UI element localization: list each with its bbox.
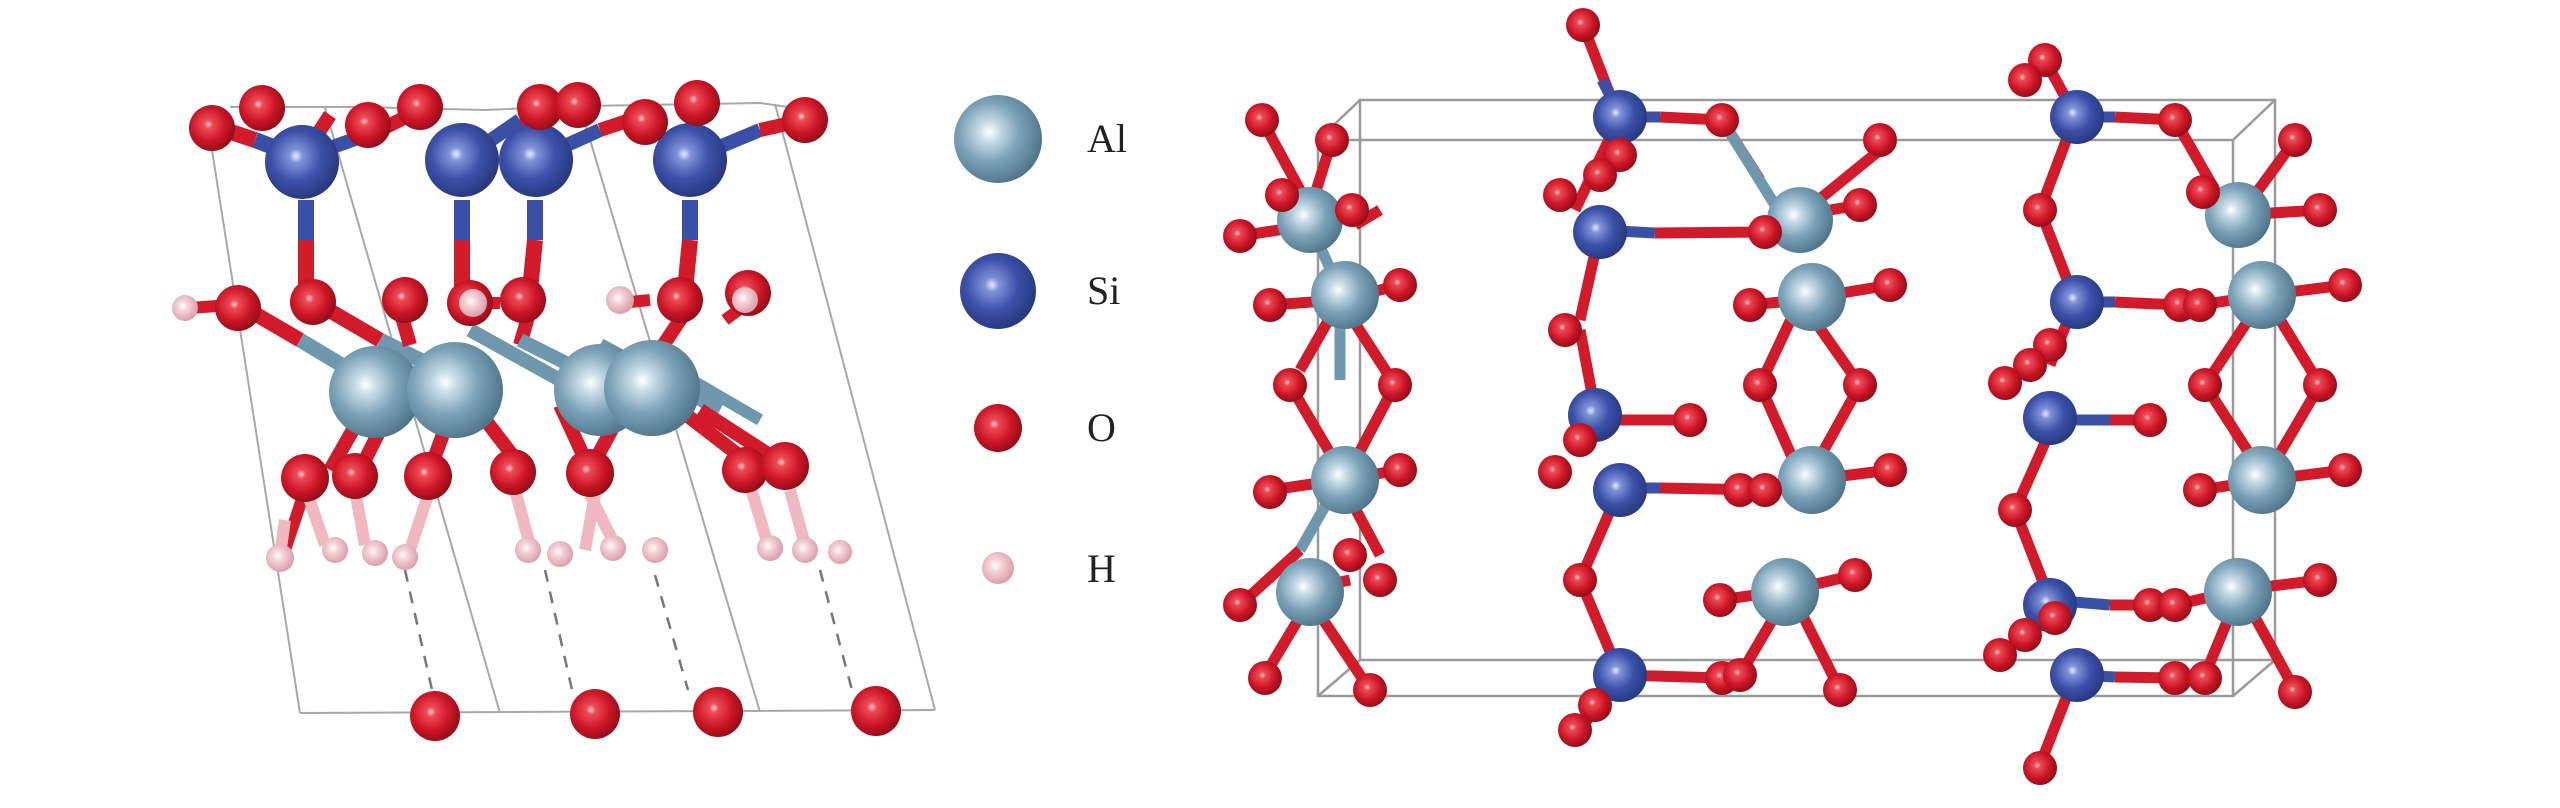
legend: Al Si O H xyxy=(954,95,1127,591)
right-al-atoms xyxy=(1276,182,2296,626)
legend-item-h: H xyxy=(982,546,1116,591)
left-o-atoms xyxy=(189,80,901,741)
left-hydrogen-bonds xyxy=(403,569,854,691)
left-h-atoms xyxy=(172,286,852,572)
legend-item-o: O xyxy=(974,404,1116,452)
legend-label-si: Si xyxy=(1087,268,1120,313)
o-atom-icon xyxy=(974,404,1022,452)
legend-label-al: Al xyxy=(1087,116,1127,161)
right-structure xyxy=(1223,8,2362,785)
legend-item-si: Si xyxy=(960,253,1120,329)
left-si-atoms xyxy=(265,123,727,199)
left-al-atoms xyxy=(329,340,700,438)
si-atom-icon xyxy=(960,253,1036,329)
right-o-atoms xyxy=(1223,8,2362,785)
right-cell-outline xyxy=(1316,98,2277,698)
h-atom-icon xyxy=(982,552,1014,584)
al-atom-icon xyxy=(954,95,1042,183)
legend-item-al: Al xyxy=(954,95,1127,183)
right-si-atoms xyxy=(1568,90,2104,702)
left-structure xyxy=(172,80,936,741)
legend-label-o: O xyxy=(1087,405,1116,450)
legend-label-h: H xyxy=(1087,546,1116,591)
